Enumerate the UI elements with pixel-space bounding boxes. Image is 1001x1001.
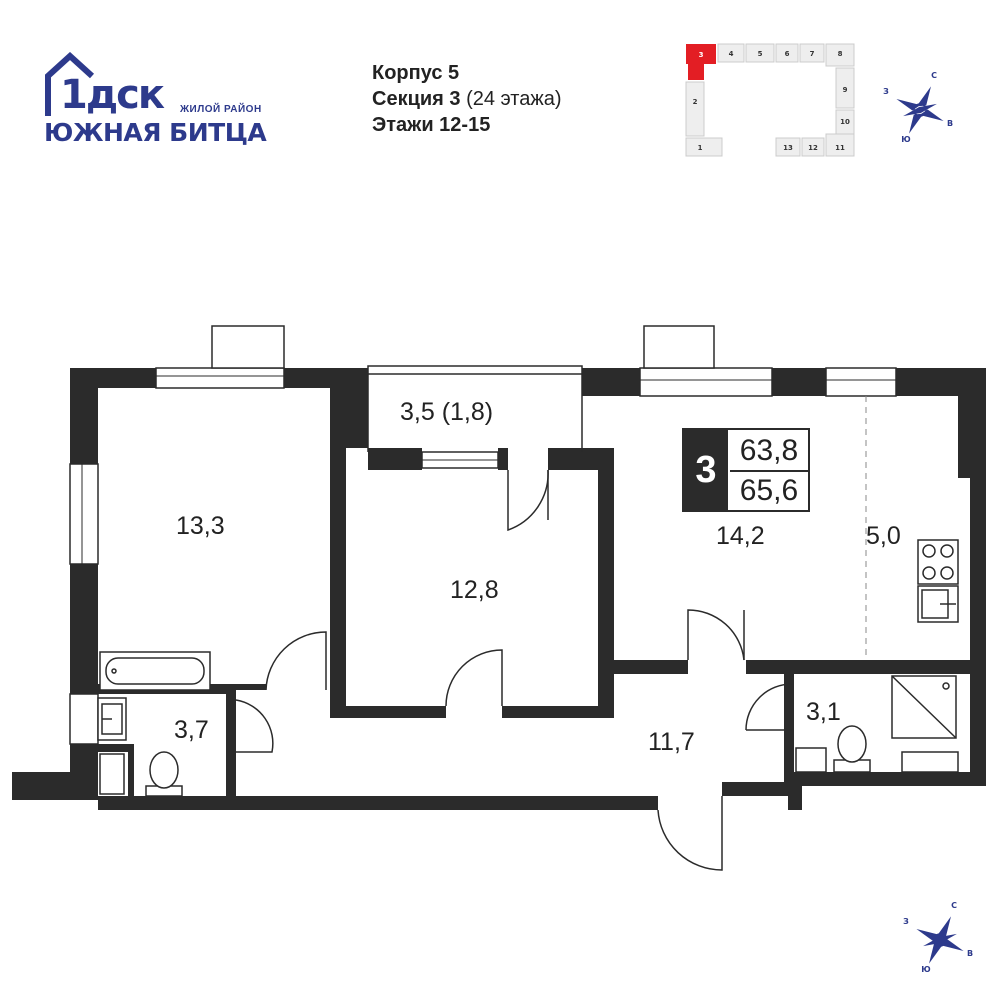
- keyplan-label-9: 9: [843, 86, 848, 94]
- keyplan-section-8: [825, 43, 855, 67]
- logo-text: 1дск: [60, 72, 165, 118]
- window-lines: [81, 375, 896, 564]
- section-label: Секция 3: [372, 88, 461, 110]
- room-area-r7: 11,7: [648, 728, 695, 756]
- kitchen-sink-icon: [917, 585, 959, 623]
- windows: [69, 365, 897, 745]
- room-area-r4: 14,2: [716, 522, 765, 550]
- keyplan-section-9: [835, 67, 855, 109]
- keyplan-label-11: 11: [835, 144, 845, 152]
- compass-north: С: [931, 71, 937, 80]
- keyplan-section-2: [685, 81, 705, 137]
- keyplan-label-7: 7: [810, 50, 815, 58]
- toilet-2-icon: [833, 725, 871, 773]
- compass-north-bottom: С: [951, 901, 957, 910]
- compass-east-bottom: В: [967, 949, 973, 958]
- balcony-outline: [367, 374, 583, 452]
- room-area-r1: 13,3: [176, 512, 225, 540]
- bathtub-icon: [99, 651, 211, 691]
- keyplan-label-8: 8: [838, 50, 843, 58]
- korpus-label: Корпус 5: [372, 62, 460, 84]
- toilet-icon: [145, 751, 183, 797]
- keyplan-section-13: [775, 137, 801, 157]
- key-plan: 3 4 5 6 7 8 9 10 2 1 13 12 11: [685, 43, 855, 157]
- area-with-balcony: 65,6: [739, 474, 799, 507]
- compass-icon: С З В Ю: [883, 71, 953, 144]
- brand-tagline: ЖИЛОЙ РАЙОН: [180, 104, 262, 115]
- washer-icon: [901, 751, 959, 773]
- room-area-r2: 3,5 (1,8): [400, 398, 494, 426]
- building-info: Корпус 5 Секция 3 (24 этажа) Этажи 12-15: [372, 60, 562, 138]
- keyplan-label-5: 5: [758, 50, 763, 58]
- keyplan-section-5: [745, 43, 775, 63]
- keyplan-label-1: 1: [698, 144, 703, 152]
- doors: [235, 469, 793, 871]
- room-area-r8: 3,1: [806, 698, 841, 726]
- bathroom-sink-icon: [97, 697, 127, 741]
- ac-units: [211, 325, 715, 369]
- compass-south-bottom: Ю: [921, 965, 930, 974]
- room-area-r6: 3,7: [174, 716, 209, 744]
- area-total: 63,8: [730, 432, 808, 472]
- keyplan-label-10: 10: [840, 118, 850, 126]
- logo-house-icon: [45, 52, 95, 116]
- room-area-r3: 12,8: [450, 576, 499, 604]
- rooms-count: 3: [684, 430, 728, 510]
- keyplan-section-1: [685, 137, 723, 157]
- floors-label: Этажи 12-15: [372, 114, 491, 136]
- compass-south: Ю: [901, 135, 910, 144]
- stove-icon: [917, 539, 959, 585]
- keyplan-label-2: 2: [693, 98, 698, 106]
- brand-name: ЮЖНАЯ БИТЦА: [44, 118, 267, 147]
- section-floors: (24 этажа): [466, 88, 562, 110]
- compass-west-bottom: З: [903, 917, 909, 926]
- compass-west: З: [883, 87, 889, 96]
- compass-east: В: [947, 119, 953, 128]
- keyplan-section-3: [686, 44, 716, 64]
- section-line: Секция 3 (24 этажа): [372, 86, 562, 112]
- wc-sink-icon: [795, 747, 827, 773]
- brand-logo: 1дск ЖИЛОЙ РАЙОН ЮЖНАЯ БИТЦА: [44, 52, 284, 152]
- room-area-r5: 5,0: [866, 522, 901, 550]
- shower-icon: [891, 675, 957, 739]
- keyplan-section-11: [825, 133, 855, 157]
- cabinet-icon: [99, 753, 125, 795]
- apartment-badge: 3 63,8 65,6: [682, 428, 810, 512]
- keyplan-label-3: 3: [699, 51, 704, 59]
- keyplan-label-6: 6: [785, 50, 790, 58]
- keyplan-section-12: [801, 137, 825, 157]
- keyplan-label-13: 13: [783, 144, 793, 152]
- keyplan-section-4: [717, 43, 745, 63]
- walls: [12, 368, 986, 810]
- keyplan-label-12: 12: [808, 144, 818, 152]
- keyplan-section-7: [799, 43, 825, 63]
- keyplan-label-4: 4: [729, 50, 734, 58]
- compass-icon-bottom: С З В Ю: [903, 901, 973, 974]
- keyplan-section-6: [775, 43, 799, 63]
